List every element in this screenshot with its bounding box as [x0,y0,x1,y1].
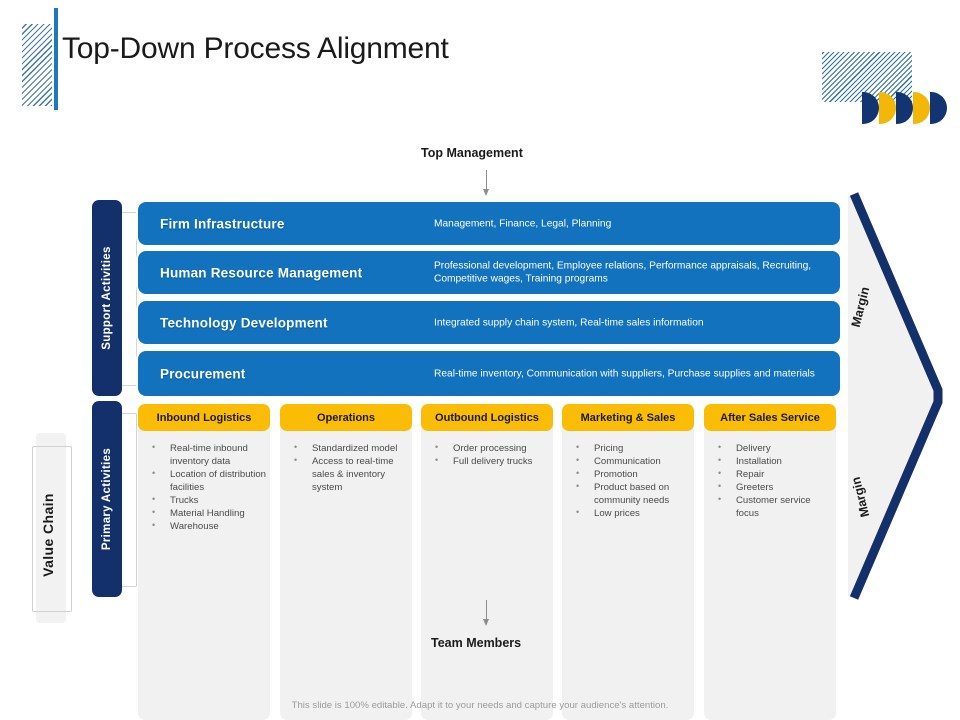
half-circle-4-icon [913,92,930,124]
primary-activity-title: Marketing & Sales [580,411,676,424]
primary-activity-header[interactable]: Outbound Logistics [421,404,553,431]
support-activity-title: Technology Development [160,315,328,330]
value-chain-label: Value Chain [40,493,56,577]
arrow-shaft [486,600,488,620]
support-activity-row[interactable]: Human Resource Management Professional d… [138,251,840,294]
primary-activity-title: Operations [316,411,376,424]
value-chain-diagram: Top Management Value Chain Support Activ… [0,128,960,720]
list-item: Access to real-time sales & inventory sy… [290,454,408,494]
half-circle-3-icon [896,92,913,124]
list-item: Warehouse [148,519,266,533]
primary-activity-title: After Sales Service [720,411,820,424]
arrow-head [483,189,489,196]
support-activity-description: Real-time inventory, Communication with … [434,367,815,379]
support-activity-description: Professional development, Employee relat… [434,260,812,285]
list-item: Real-time inbound inventory data [148,441,266,468]
primary-activity-list: Pricing Communication Promotion Product … [572,441,690,520]
arrow-head [483,619,489,626]
primary-activity-list: Order processing Full delivery trucks [431,441,549,468]
half-circle-1-icon [862,92,879,124]
support-activities-bar[interactable]: Support Activities [92,200,122,396]
support-activities-bracket [116,212,137,386]
top-management-label: Top Management [421,146,523,160]
list-item: Location of distribution facilities [148,467,266,494]
primary-activity-list: Real-time inbound inventory data Locatio… [148,441,266,533]
primary-activity-title: Inbound Logistics [156,411,252,424]
slide-header: Top-Down Process Alignment [0,0,960,128]
primary-activity-header[interactable]: After Sales Service [704,404,836,431]
primary-activity-list: Delivery Installation Repair Greeters Cu… [714,441,832,520]
list-item: Full delivery trucks [431,454,549,468]
primary-activities-bracket [116,413,137,587]
support-activity-title: Human Resource Management [160,265,363,280]
list-item: Communication [572,454,690,468]
list-item: Pricing [572,441,690,455]
hatch-pattern-left-icon [22,24,52,106]
half-circle-2-icon [879,92,896,124]
support-activity-description: Management, Finance, Legal, Planning [434,217,612,229]
primary-activities-bar[interactable]: Primary Activities [92,401,122,597]
page-title: Top-Down Process Alignment [62,32,449,65]
support-activity-row[interactable]: Technology Development Integrated supply… [138,301,840,344]
list-item: Greeters [714,480,832,494]
value-chain-panel [36,433,66,623]
list-item: Order processing [431,441,549,455]
half-circle-decoration-icon [862,92,947,124]
primary-activity-header[interactable]: Operations [280,404,412,431]
arrow-down-bottom-icon [482,600,491,626]
primary-activities-label: Primary Activities [101,447,113,551]
support-activity-title: Firm Infrastructure [160,216,285,231]
support-activities-label: Support Activities [101,246,113,350]
primary-activity-title: Outbound Logistics [435,411,539,424]
value-chain-bracket: Value Chain [32,446,72,612]
half-circle-5-icon [930,92,947,124]
list-item: Delivery [714,441,832,455]
margin-arrow-shape-icon [848,192,943,600]
primary-activity-header[interactable]: Inbound Logistics [138,404,270,431]
list-item: Product based on community needs [572,480,690,507]
list-item: Customer service focus [714,493,832,520]
support-activity-description: Integrated supply chain system, Real-tim… [434,316,704,328]
support-activity-row[interactable]: Firm Infrastructure Management, Finance,… [138,202,840,245]
list-item: Trucks [148,493,266,507]
margin-arrow: Margin Margin [846,190,956,602]
list-item: Low prices [572,506,690,520]
support-activity-row[interactable]: Procurement Real-time inventory, Communi… [138,351,840,396]
list-item: Standardized model [290,441,408,455]
list-item: Material Handling [148,506,266,520]
arrow-down-top-icon [482,170,491,196]
arrow-shaft [486,170,488,190]
title-accent-rule [54,8,58,110]
footer-note: This slide is 100% editable. Adapt it to… [291,700,669,711]
support-activity-title: Procurement [160,366,246,381]
list-item: Repair [714,467,832,481]
team-members-label: Team Members [431,636,522,650]
list-item: Installation [714,454,832,468]
primary-activity-list: Standardized model Access to real-time s… [290,441,408,494]
primary-activity-header[interactable]: Marketing & Sales [562,404,694,431]
list-item: Promotion [572,467,690,481]
